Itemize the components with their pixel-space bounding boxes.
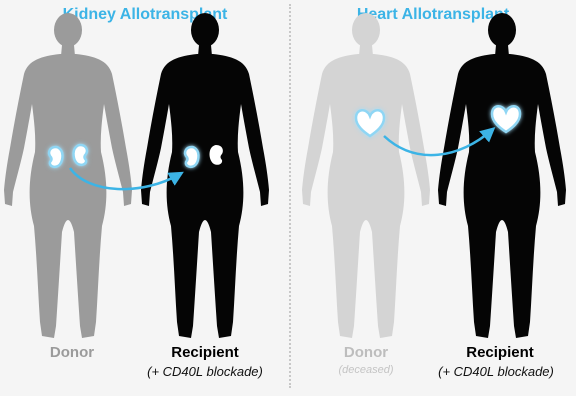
kidney-allotransplant-panel: Kidney Allotransplant Donor Recipient (+… — [0, 0, 290, 396]
heart-allotransplant-panel: Heart Allotransplant Donor (deceased) Re… — [290, 0, 576, 396]
recipient-sublabel: (+ CD40L blockade) — [125, 364, 285, 379]
recipient-label: Recipient — [135, 344, 275, 361]
kidney-figures — [0, 0, 290, 396]
donor-label: Donor — [296, 344, 436, 361]
donor-silhouette-icon — [4, 13, 132, 338]
recipient-silhouette-icon — [438, 13, 566, 338]
recipient-silhouette-icon — [141, 13, 269, 338]
heart-figures — [290, 0, 576, 396]
donor-label: Donor — [2, 344, 142, 361]
deceased-donor-silhouette-icon — [302, 13, 430, 338]
recipient-label: Recipient — [430, 344, 570, 361]
recipient-sublabel: (+ CD40L blockade) — [416, 364, 576, 379]
